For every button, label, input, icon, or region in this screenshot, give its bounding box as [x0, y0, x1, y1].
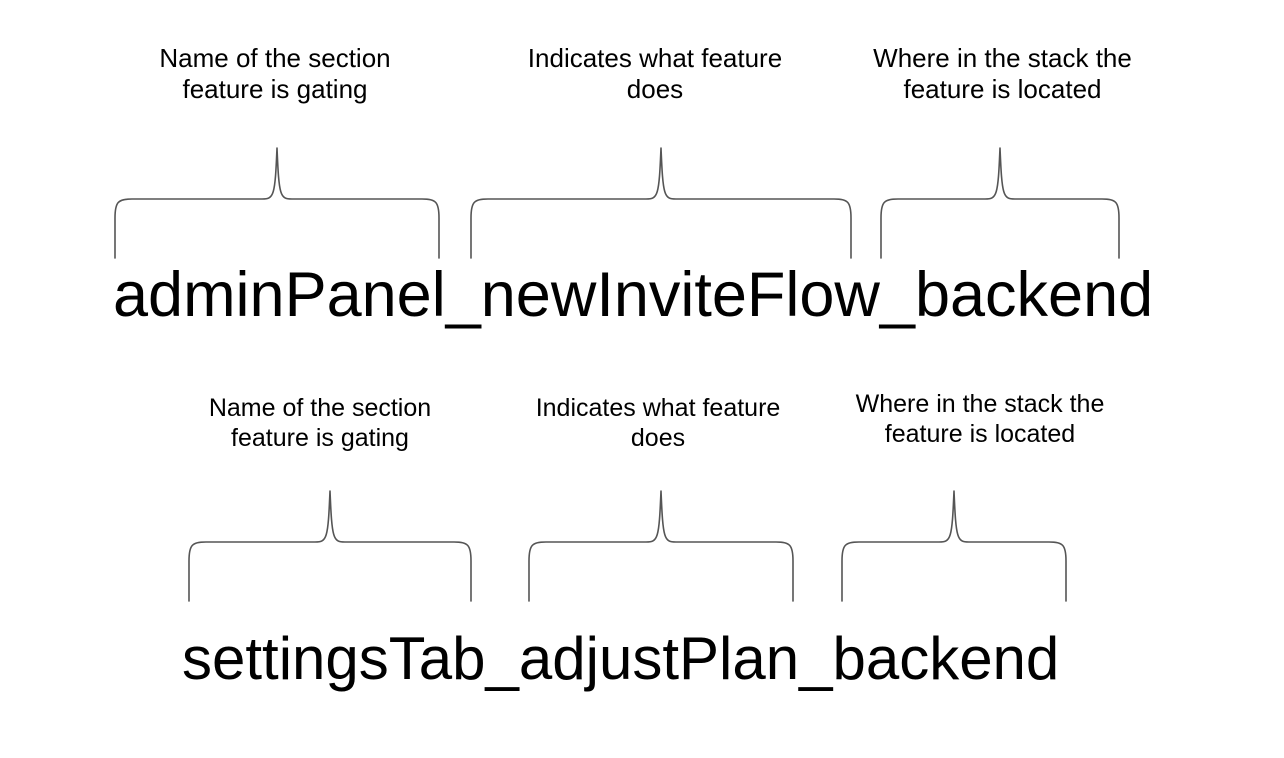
- curly-brace-icon-row2-section: [188, 489, 472, 602]
- caption-row1-layer: Where in the stack the feature is locate…: [873, 43, 1132, 104]
- curly-brace-icon-row1-layer: [880, 146, 1120, 259]
- caption-row2-behavior: Indicates what feature does: [535, 394, 781, 452]
- curly-brace-icon-row2-layer: [841, 489, 1067, 602]
- caption-row2-layer: Where in the stack the feature is locate…: [855, 390, 1105, 448]
- feature-flag-name-row2: settingsTab_adjustPlan_backend: [182, 625, 1060, 692]
- caption-row2-section: Name of the section feature is gating: [208, 394, 432, 452]
- caption-row1-behavior: Indicates what feature does: [527, 43, 783, 104]
- curly-brace-icon-row1-section: [114, 146, 440, 259]
- curly-brace-icon-row1-behavior: [470, 146, 852, 259]
- caption-row1-section: Name of the section feature is gating: [159, 43, 391, 104]
- feature-flag-name-row1: adminPanel_newInviteFlow_backend: [113, 260, 1154, 330]
- curly-brace-icon-row2-behavior: [528, 489, 794, 602]
